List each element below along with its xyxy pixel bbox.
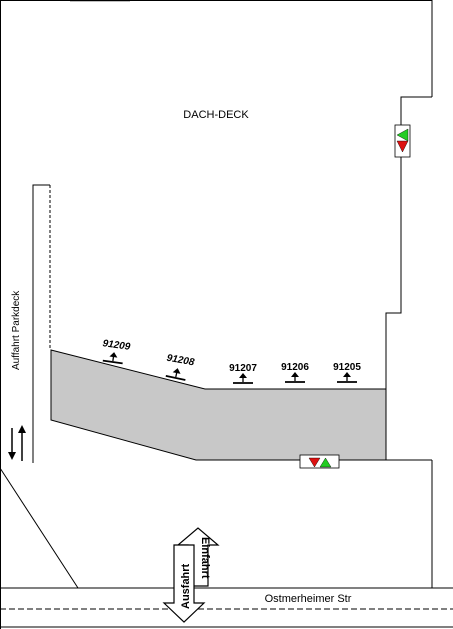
parking-spot-91207: 91207 <box>229 363 257 384</box>
parking-spot-91209: 91209 <box>102 338 132 365</box>
street-lines <box>0 587 453 628</box>
spot-number: 91206 <box>281 362 309 373</box>
ramp-label: Auffahrt Parkdeck <box>11 290 22 370</box>
entry-label: Einfahrt <box>199 537 211 579</box>
building-outline <box>0 0 433 629</box>
up-arrow-icon <box>233 373 253 384</box>
spot-number: 91209 <box>102 338 132 353</box>
up-arrow-icon <box>165 368 186 381</box>
spot-number: 91207 <box>229 363 257 374</box>
parking-area <box>50 349 387 461</box>
traffic-signal-icon <box>394 124 411 158</box>
traffic-signal-icon <box>299 454 340 469</box>
street-label: Ostmerheimer Str <box>265 593 352 605</box>
up-arrow-icon <box>285 372 305 383</box>
parking-spot-91205: 91205 <box>333 362 361 383</box>
bidirectional-arrow-icon <box>8 425 26 461</box>
parking-spot-91208: 91208 <box>165 353 196 381</box>
roof-deck-label: DACH-DECK <box>183 109 249 121</box>
exit-arrow: Ausfahrt <box>162 544 206 623</box>
spot-number: 91208 <box>166 353 196 369</box>
exit-label: Ausfahrt <box>180 563 192 609</box>
spot-number: 91205 <box>333 362 361 373</box>
up-arrow-icon <box>337 372 357 383</box>
parking-spot-91206: 91206 <box>281 362 309 383</box>
up-arrow-icon <box>102 352 123 365</box>
ramp-outline <box>0 184 79 589</box>
